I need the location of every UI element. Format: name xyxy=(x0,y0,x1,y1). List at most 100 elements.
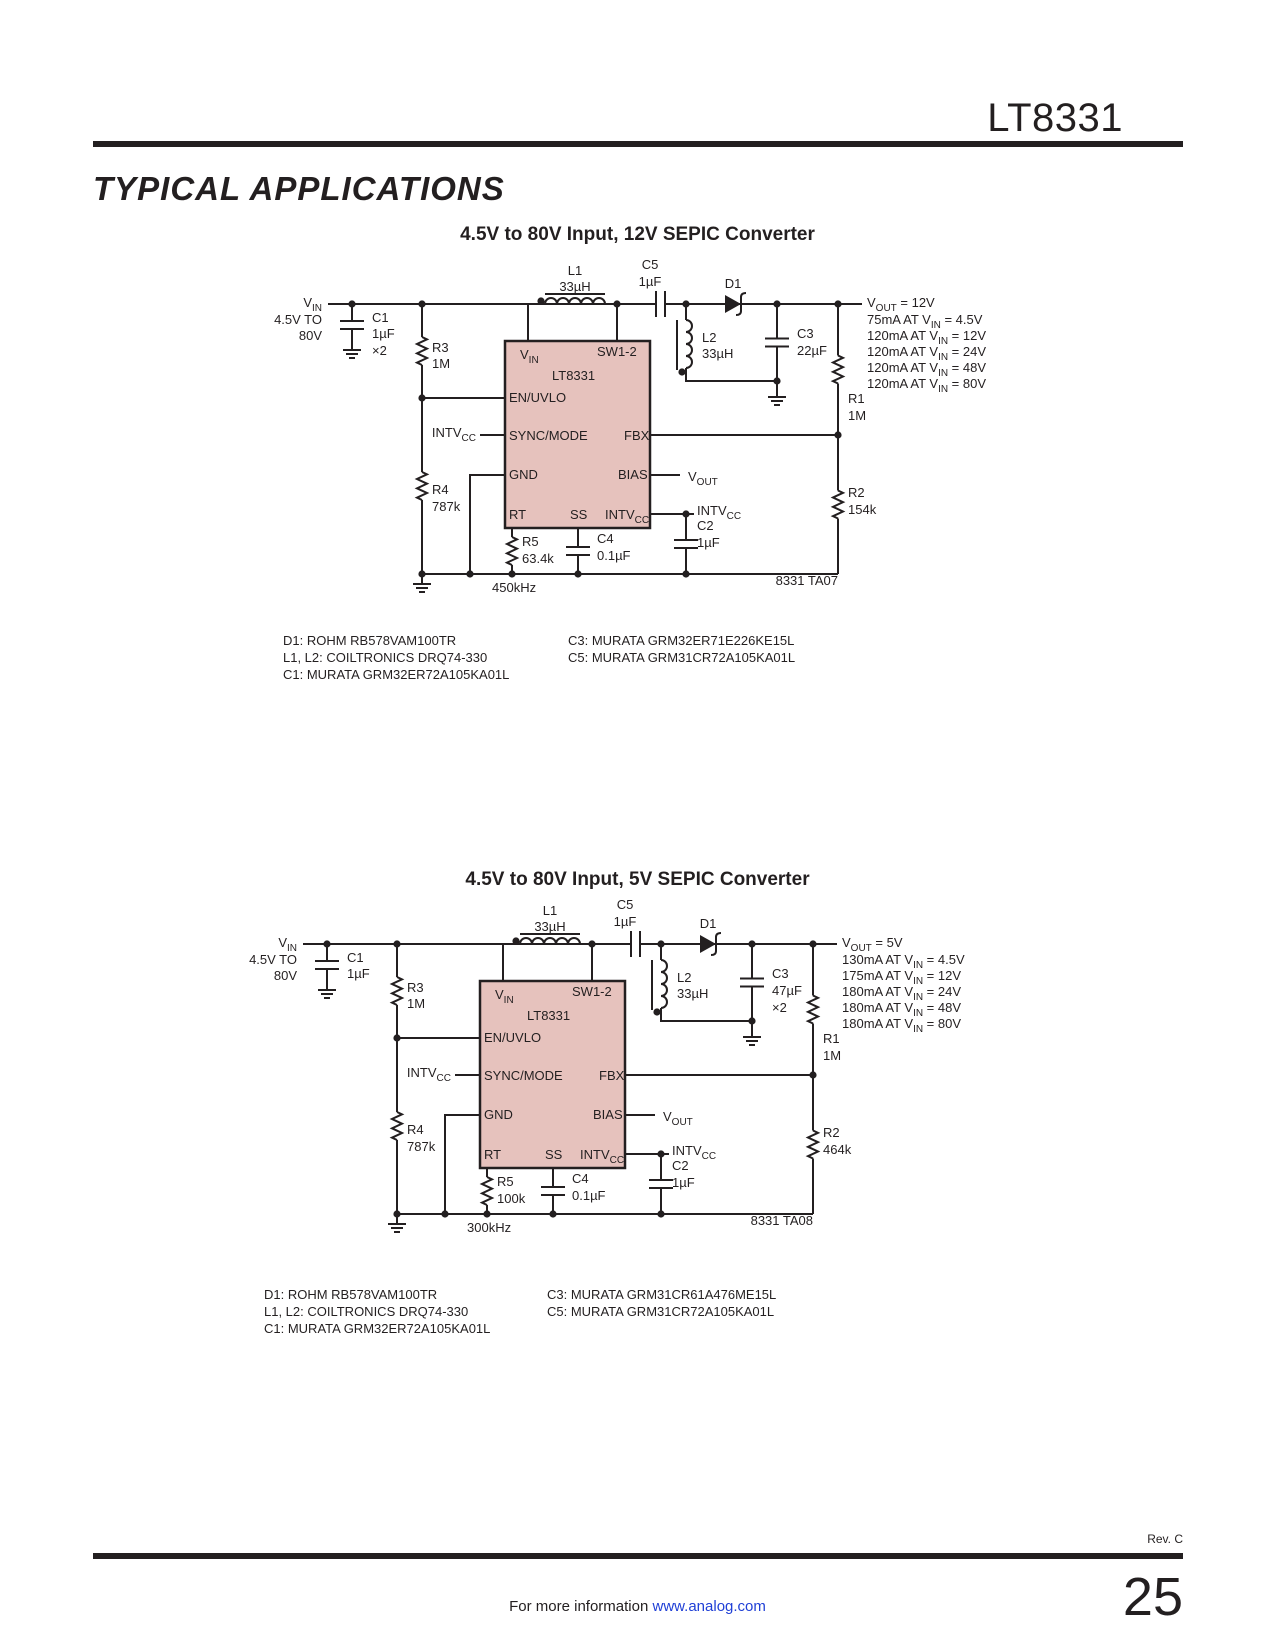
resistor-symbol xyxy=(504,536,520,566)
pin-fbx-label-main: FBX xyxy=(624,428,650,443)
pin-sw-label-main: SW1-2 xyxy=(597,344,637,359)
resistor-symbol xyxy=(389,1111,405,1141)
vin-label: VIN xyxy=(303,295,322,314)
bias-vout-label-main: V xyxy=(688,469,697,484)
intvcc-sync-label-sub: CC xyxy=(462,433,476,444)
vin-range-label: 4.5V TO xyxy=(249,952,297,967)
pin-vin-label: VIN xyxy=(495,987,514,1006)
vin-label-sub: IN xyxy=(287,943,297,954)
c1-label-main: C1 xyxy=(347,950,364,965)
pin-en-label-main: EN/UVLO xyxy=(509,390,566,405)
ic-name-label-main: LT8331 xyxy=(527,1008,570,1023)
bias-vout-label: VOUT xyxy=(688,469,718,488)
intvcc-sync-label-main: INTV xyxy=(432,425,462,440)
c4-label-main: C4 xyxy=(597,531,614,546)
pin-rt-label: RT xyxy=(484,1147,501,1162)
r5-label-main: R5 xyxy=(497,1174,514,1189)
c2-label-main: C2 xyxy=(697,518,714,533)
c1-label: C1 xyxy=(372,310,389,325)
vin-range-label-main: 4.5V TO xyxy=(249,952,297,967)
r4-label-main: R4 xyxy=(407,1122,424,1137)
l1-inductor-symbol xyxy=(519,937,581,945)
junction-dot xyxy=(537,297,545,305)
c1-qty-main: ×2 xyxy=(372,343,387,358)
r5-label-main: R5 xyxy=(522,534,539,549)
pin-sync-label-main: SYNC/MODE xyxy=(484,1068,563,1083)
c3-value: 47µF xyxy=(772,983,802,998)
pin-ss-label-main: SS xyxy=(545,1147,563,1162)
d1-label-main: D1 xyxy=(700,916,717,931)
c1-value-main: 1µF xyxy=(372,326,395,341)
c3-qty: ×2 xyxy=(772,1000,787,1015)
output-current-line: 180mA AT VIN = 48V xyxy=(842,1000,961,1019)
pin-sync-label-main: SYNC/MODE xyxy=(509,428,588,443)
pin-ss-label: SS xyxy=(570,507,588,522)
r1-label: R1 xyxy=(823,1031,840,1046)
wire xyxy=(444,1114,480,1214)
c2-value-main: 1µF xyxy=(672,1175,695,1190)
r4-label: R4 xyxy=(407,1122,424,1137)
l2-inductor-symbol xyxy=(685,319,693,369)
r4-value-main: 787k xyxy=(432,499,461,514)
pin-gnd-label: GND xyxy=(484,1107,513,1122)
output-current-line-rest: = 4.5V xyxy=(923,952,965,967)
output-current-line-rest: = 80V xyxy=(923,1016,961,1031)
c5-value: 1µF xyxy=(639,274,662,289)
intvcc-out-label-main: INTV xyxy=(697,503,727,518)
pin-bias-label-main: BIAS xyxy=(618,467,648,482)
pin-intvcc-label-sub: CC xyxy=(635,515,649,526)
c5-value-main: 1µF xyxy=(614,914,637,929)
intvcc-sync-label: INTVCC xyxy=(432,425,476,444)
ic-name-label: LT8331 xyxy=(552,368,595,383)
pin-sync-label: SYNC/MODE xyxy=(509,428,588,443)
c4-value-main: 0.1µF xyxy=(572,1188,606,1203)
vout-output-label-rest: = 5V xyxy=(872,935,903,950)
output-current-line-rest: = 24V xyxy=(948,344,986,359)
d1-schottky-bar xyxy=(735,292,747,316)
output-current-line: 180mA AT VIN = 80V xyxy=(842,1016,961,1035)
c3-value: 22µF xyxy=(797,343,827,358)
vin-label: VIN xyxy=(278,935,297,954)
output-current-line-rest: = 24V xyxy=(923,984,961,999)
pin-fbx-label: FBX xyxy=(599,1068,625,1083)
footer-info: For more information www.analog.com xyxy=(0,1598,1275,1615)
figure1-title: 4.5V to 80V Input, 12V SEPIC Converter xyxy=(460,224,815,245)
c4-label: C4 xyxy=(597,531,614,546)
output-current-line-main: 120mA AT V xyxy=(867,376,938,391)
note-line: L1, L2: COILTRONICS DRQ74-330 xyxy=(283,650,488,665)
r1-value-main: 1M xyxy=(848,408,866,423)
r2-label: R2 xyxy=(823,1125,840,1140)
l2-value-main: 33µH xyxy=(677,986,708,1001)
output-current-line-main: 180mA AT V xyxy=(842,984,913,999)
r5-value: 100k xyxy=(497,1191,526,1206)
website-link[interactable]: www.analog.com xyxy=(652,1598,766,1615)
c5-value: 1µF xyxy=(614,914,637,929)
bias-vout-label-sub: OUT xyxy=(697,477,718,488)
bias-vout-label-main: V xyxy=(663,1109,672,1124)
c5-label: C5 xyxy=(642,260,659,272)
output-current-line-sub: IN xyxy=(938,336,948,347)
resistor-symbol xyxy=(414,336,430,366)
note-line: C5: MURATA GRM31CR72A105KA01L xyxy=(568,650,796,665)
l2-label: L2 xyxy=(702,330,716,345)
r1-value: 1M xyxy=(848,408,866,423)
pin-sw-label-main: SW1-2 xyxy=(572,984,612,999)
vout-output-label: VOUT = 12V xyxy=(867,295,935,314)
output-current-line: 130mA AT VIN = 4.5V xyxy=(842,952,965,971)
note-line: C1: MURATA GRM32ER72A105KA01L xyxy=(264,1321,491,1336)
r1-label-main: R1 xyxy=(823,1031,840,1046)
wire xyxy=(660,1008,752,1022)
c4-label: C4 xyxy=(572,1171,589,1186)
vout-output-label-main: V xyxy=(842,935,851,950)
c3-label-main: C3 xyxy=(772,966,789,981)
vin-range-label: 80V xyxy=(274,968,297,983)
r3-label-main: R3 xyxy=(407,980,424,995)
l1-value: 33µH xyxy=(559,279,590,294)
output-current-line-main: 180mA AT V xyxy=(842,1016,913,1031)
c1-value: 1µF xyxy=(372,326,395,341)
pin-rt-label: RT xyxy=(509,507,526,522)
c2-value: 1µF xyxy=(697,535,720,550)
c5-label-main: C5 xyxy=(617,900,634,912)
lt8331-ic xyxy=(503,339,652,530)
